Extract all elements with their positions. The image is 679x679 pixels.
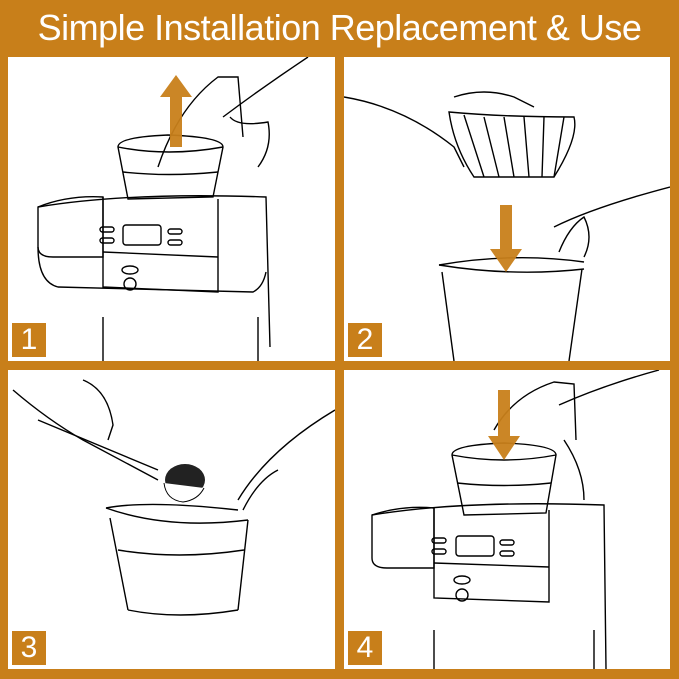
step-number-badge: 3	[12, 631, 46, 665]
arrow-down-icon	[488, 390, 520, 460]
filter-placement-illustration	[344, 91, 670, 361]
step-panel-3: 3	[8, 370, 335, 669]
arrow-up-icon	[160, 75, 192, 147]
step-panel-4: 4	[344, 370, 670, 669]
step-number-badge: 2	[348, 323, 382, 357]
step-panel-2: 2	[344, 57, 670, 361]
step-number-badge: 1	[12, 323, 46, 357]
arrow-down-icon	[490, 205, 522, 272]
coffee-maker-illustration	[37, 57, 309, 361]
reinsert-basket-illustration	[371, 370, 660, 669]
page-title: Simple Installation Replacement & Use	[37, 7, 642, 48]
scoop-coffee-illustration	[12, 379, 335, 616]
step-panel-1: 1	[8, 57, 335, 361]
step-number-badge: 4	[348, 631, 382, 665]
